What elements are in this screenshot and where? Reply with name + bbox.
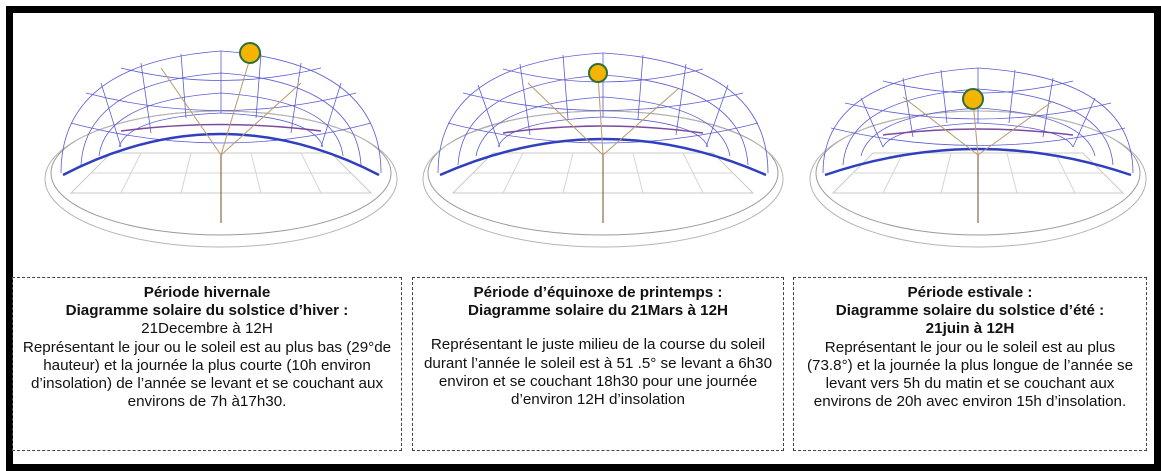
sun-icon: [588, 63, 608, 83]
figure-frame: [6, 6, 1161, 471]
caption-description: Représentant le juste milieu de la cours…: [423, 336, 773, 409]
caption-date: 21juin à 12H: [925, 320, 1015, 338]
caption-summer: Période estivale : Diagramme solaire du …: [793, 277, 1147, 451]
caption-subtitle: Diagramme solaire du 21Mars à 12H: [468, 302, 728, 320]
sun-dome-equinox: [422, 52, 784, 248]
caption-title: Période d’équinoxe de printemps :: [473, 284, 723, 301]
caption-spacer: [419, 320, 777, 336]
caption-subtitle: Diagramme solaire du solstice d’été :: [835, 302, 1105, 320]
caption-description: Représentant le jour ou le soleil est au…: [22, 338, 392, 411]
caption-winter: Période hivernale Diagramme solaire du s…: [12, 277, 402, 451]
caption-subtitle: Diagramme solaire du solstice d’hiver :: [65, 302, 349, 320]
caption-description: Représentant le jour ou le soleil est au…: [806, 338, 1134, 411]
sun-icon: [962, 88, 984, 110]
caption-date: 21Decembre à 12H: [141, 320, 273, 338]
sun-dome-winter: [44, 42, 398, 248]
sun-diagram-summer: [803, 23, 1153, 275]
caption-title: Période estivale :: [907, 284, 1033, 301]
caption-equinox: Période d’équinoxe de printemps : Diagra…: [412, 277, 784, 451]
sun-icon: [239, 42, 261, 64]
caption-title: Période hivernale: [143, 284, 271, 301]
sun-diagram-winter: [41, 23, 401, 275]
sun-dome-summer: [809, 67, 1147, 248]
sun-diagram-equinox: [418, 23, 788, 275]
